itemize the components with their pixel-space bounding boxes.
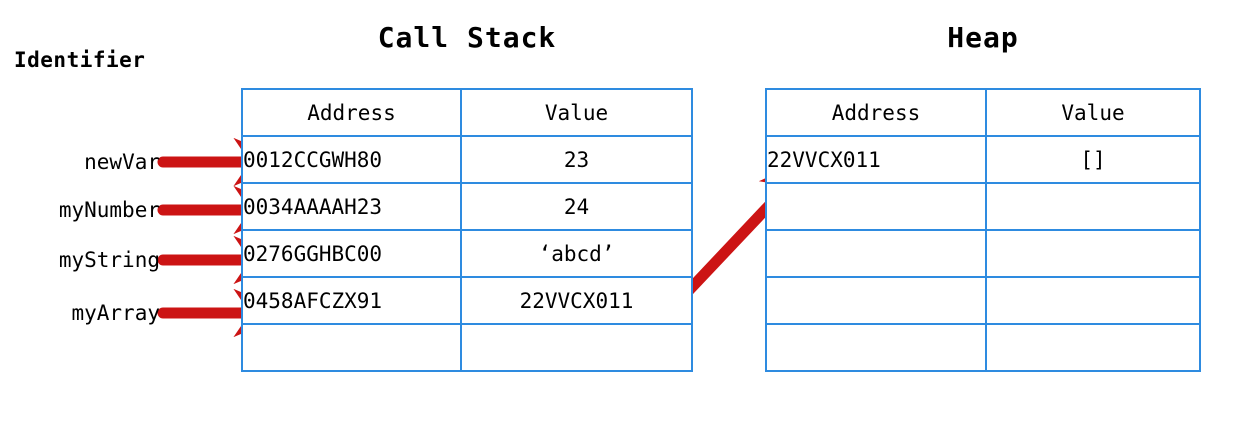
- call-stack-address-cell: 0034AAAAH23: [241, 182, 462, 231]
- call-stack-title: Call Stack: [377, 21, 557, 54]
- call-stack-header-address: Address: [241, 88, 462, 137]
- heap-header-value: Value: [985, 88, 1201, 137]
- call-stack-address-cell: 0012CCGWH80: [241, 135, 462, 184]
- heap-value-cell-empty: [985, 229, 1201, 278]
- call-stack-header-value: Value: [460, 88, 693, 137]
- heap-value-cell-empty: [985, 323, 1201, 372]
- table-row: 0034AAAAH23 24: [241, 182, 693, 231]
- table-row-empty: [765, 276, 1201, 325]
- table-row: 0276GGHBC00 ‘abcd’: [241, 229, 693, 278]
- table-header-row: Address Value: [241, 88, 693, 137]
- identifier-label-newvar: newVar: [84, 150, 160, 174]
- table-row: 0458AFCZX91 22VVCX011: [241, 276, 693, 325]
- identifier-label-mynumber: myNumber: [58, 198, 160, 222]
- heap-address-cell-empty: [765, 323, 987, 372]
- call-stack-value-cell: 23: [460, 135, 693, 184]
- call-stack-value-cell-empty: [460, 323, 693, 372]
- identifier-label-myarray: myArray: [71, 301, 160, 325]
- call-stack-table-body: 0012CCGWH80 23 0034AAAAH23 24 0276GGHBC0…: [241, 135, 693, 372]
- heap-table-head: Address Value: [765, 88, 1201, 137]
- heap-address-cell-empty: [765, 182, 987, 231]
- identifier-column-heading: Identifier: [14, 48, 146, 72]
- table-row-empty: [241, 323, 693, 372]
- heap-value-cell-empty: [985, 276, 1201, 325]
- identifier-label-mystring: myString: [58, 248, 160, 272]
- heap-table: Address Value 22VVCX011 []: [765, 88, 1201, 372]
- heap-address-cell-empty: [765, 229, 987, 278]
- call-stack-value-cell: ‘abcd’: [460, 229, 693, 278]
- heap-title: Heap: [947, 21, 1019, 54]
- table-header-row: Address Value: [765, 88, 1201, 137]
- call-stack-address-cell: 0458AFCZX91: [241, 276, 462, 325]
- call-stack-value-cell: 22VVCX011: [460, 276, 693, 325]
- call-stack-table-head: Address Value: [241, 88, 693, 137]
- heap-address-cell: 22VVCX011: [765, 135, 987, 184]
- table-row-empty: [765, 182, 1201, 231]
- heap-value-cell-empty: [985, 182, 1201, 231]
- table-row-empty: [765, 229, 1201, 278]
- table-row: 0012CCGWH80 23: [241, 135, 693, 184]
- heap-table-body: 22VVCX011 []: [765, 135, 1201, 372]
- call-stack-address-cell: 0276GGHBC00: [241, 229, 462, 278]
- heap-value-cell: []: [985, 135, 1201, 184]
- call-stack-address-cell-empty: [241, 323, 462, 372]
- heap-header-address: Address: [765, 88, 987, 137]
- call-stack-table: Address Value 0012CCGWH80 23 0034AAAAH23…: [241, 88, 693, 372]
- table-row: 22VVCX011 []: [765, 135, 1201, 184]
- heap-address-cell-empty: [765, 276, 987, 325]
- call-stack-value-cell: 24: [460, 182, 693, 231]
- table-row-empty: [765, 323, 1201, 372]
